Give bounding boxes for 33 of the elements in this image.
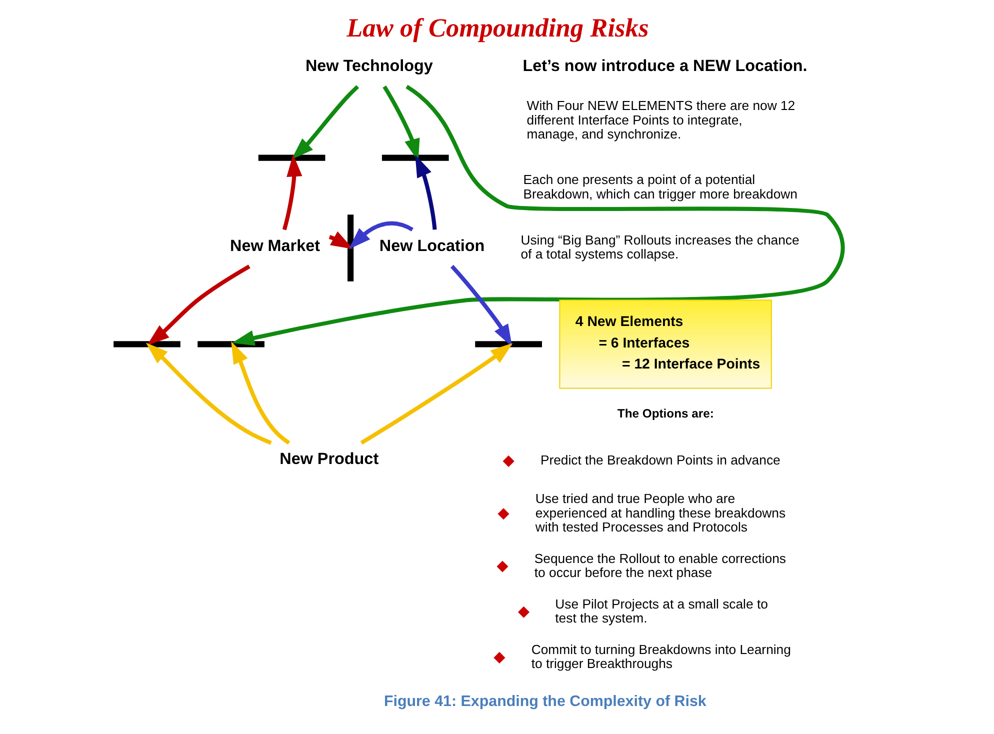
node-box: 4 New Elements = 6 Interfaces = 12 Interface Points bbox=[559, 300, 772, 389]
label: Use tried and true People who are experienced at handling these breakdowns with tested Processes and Protocols bbox=[535, 491, 786, 534]
label: Predict the Breakdown Points in advance bbox=[540, 452, 780, 468]
arrow bbox=[415, 154, 437, 230]
node-bar bbox=[348, 214, 354, 282]
node-bar bbox=[382, 154, 449, 161]
label: With Four NEW ELEMENTS there are now 12 different Interface Points to integrate, manage, and synchronize. bbox=[526, 98, 796, 142]
arrow bbox=[450, 264, 512, 347]
node-bar bbox=[258, 154, 326, 161]
arrow bbox=[231, 341, 290, 445]
arrow bbox=[232, 84, 845, 346]
diagram-title: Law of Compounding Risks bbox=[346, 14, 649, 43]
label: Using “Big Bang” Rollouts increases the chance of a total systems collapse. bbox=[520, 232, 800, 262]
node-text: New Market bbox=[230, 236, 320, 255]
arrow bbox=[360, 343, 513, 445]
node-bar bbox=[475, 341, 542, 348]
node-text: New Technology bbox=[305, 57, 433, 76]
label: Let’s now introduce a NEW Location. bbox=[522, 57, 808, 76]
label: Each one presents a point of a potential Breakdown, which can trigger more breakdown bbox=[523, 172, 798, 202]
arrow bbox=[291, 85, 360, 160]
arrow bbox=[146, 264, 250, 346]
label: Commit to turning Breakdowns into Learning to trigger Breakthroughs bbox=[531, 642, 791, 672]
arrow bbox=[282, 154, 302, 230]
label: Sequence the Rollout to enable corrections to occur before the next phase bbox=[534, 550, 786, 580]
node-bar bbox=[114, 341, 180, 348]
label: The Options are: bbox=[617, 406, 714, 421]
arrow bbox=[146, 342, 272, 445]
node-text: New Product bbox=[280, 450, 379, 468]
arrow bbox=[348, 221, 414, 250]
node-text: New Location bbox=[379, 236, 485, 255]
caption: Figure 41: Expanding the Complexity of Risk bbox=[384, 692, 706, 710]
label: Use Pilot Projects at a small scale to test the system. bbox=[555, 596, 768, 626]
node-bar bbox=[198, 341, 264, 348]
